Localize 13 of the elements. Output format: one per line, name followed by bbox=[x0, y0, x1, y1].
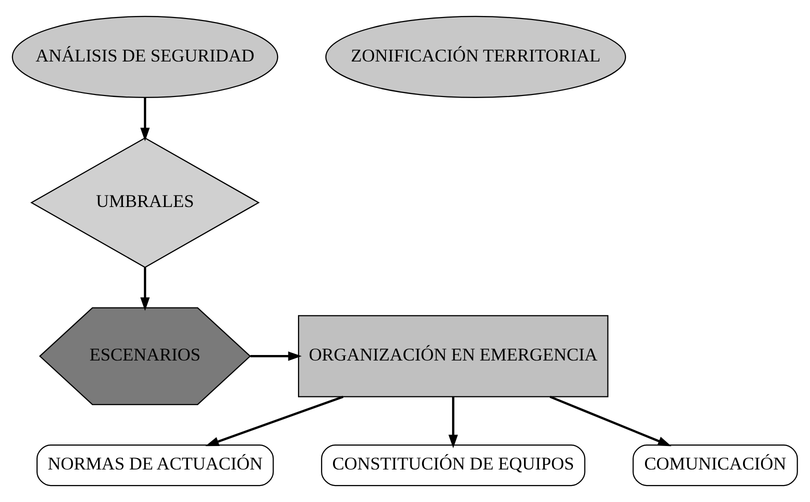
arrow bbox=[205, 396, 344, 446]
node-box: CONSTITUCIÓN DE EQUIPOS bbox=[321, 444, 586, 486]
node-box: COMUNICACIÓN bbox=[632, 444, 798, 486]
node-box: NORMAS DE ACTUACIÓN bbox=[36, 444, 274, 486]
node-ellipse: ANÁLISIS DE SEGURIDAD bbox=[12, 16, 278, 98]
arrow bbox=[140, 267, 150, 311]
arrow bbox=[250, 351, 302, 361]
node-box: ORGANIZACIÓN EN EMERGENCIA bbox=[298, 315, 608, 398]
node-ellipse: ZONIFICACIÓN TERRITORIAL bbox=[325, 16, 626, 98]
node-diamond: UMBRALES bbox=[30, 137, 260, 268]
arrow bbox=[550, 396, 672, 446]
arrow bbox=[448, 396, 458, 448]
arrow bbox=[140, 98, 150, 142]
